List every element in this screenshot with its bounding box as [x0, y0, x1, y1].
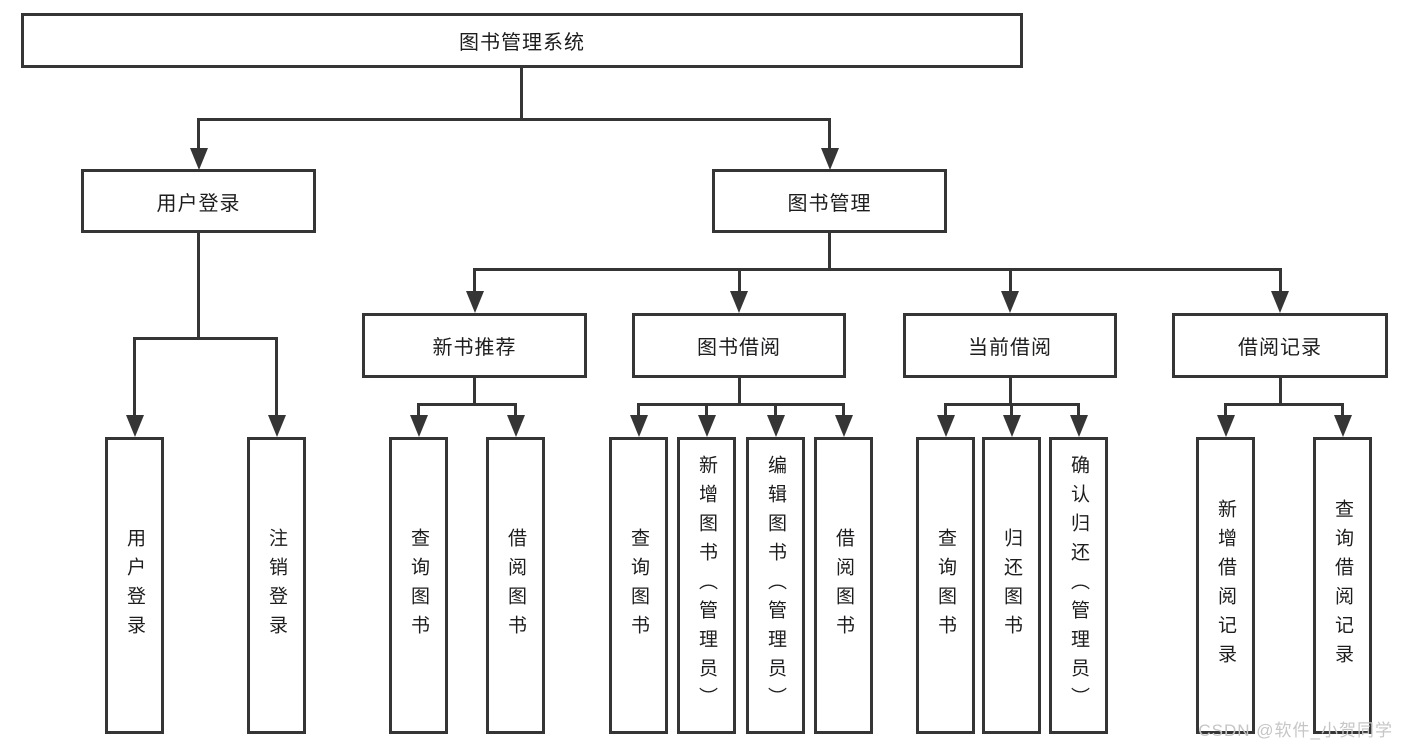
node-book-borrow: 图书借阅 [632, 313, 846, 378]
arrow-down-icon [410, 415, 428, 437]
node-user-login: 用户登录 [81, 169, 316, 233]
leaf-label: 注销登录 [266, 527, 287, 644]
leaf-label: 查询图书 [408, 527, 429, 644]
leaf-query-book-borrow: 查询图书 [609, 437, 668, 734]
connector [197, 118, 831, 121]
node-current-borrow-label: 当前借阅 [968, 337, 1052, 359]
csdn-watermark: CSDN @软件_小贺同学 [1198, 721, 1393, 740]
connector [738, 268, 741, 293]
connector [944, 403, 947, 417]
node-book-management-label: 图书管理 [787, 192, 872, 215]
arrow-down-icon [835, 415, 853, 437]
node-current-borrow: 当前借阅 [903, 313, 1117, 378]
arrow-down-icon [937, 415, 955, 437]
leaf-query-book-current: 查询图书 [916, 437, 975, 734]
connector [197, 118, 200, 152]
arrow-down-icon [1271, 291, 1289, 313]
connector [417, 403, 517, 406]
arrow-down-icon [730, 291, 748, 313]
leaf-query-book-recommend: 查询图书 [389, 437, 448, 734]
connector [473, 376, 476, 405]
connector [1077, 403, 1080, 417]
leaf-add-borrow-record: 新增借阅记录 [1196, 437, 1255, 734]
connector [828, 118, 831, 152]
connector [520, 68, 523, 121]
connector [1279, 376, 1282, 405]
arrow-down-icon [630, 415, 648, 437]
node-user-login-label: 用户登录 [156, 192, 241, 215]
leaf-query-borrow-record: 查询借阅记录 [1313, 437, 1372, 734]
leaf-label: 查询图书 [935, 527, 956, 644]
node-new-book-recommend-label: 新书推荐 [432, 337, 517, 359]
connector [705, 403, 708, 417]
leaf-label: 编辑图书（管理员） [765, 455, 786, 716]
leaf-label: 借阅图书 [505, 527, 526, 644]
connector [514, 403, 517, 417]
arrow-down-icon [190, 148, 208, 170]
arrow-down-icon [1334, 415, 1352, 437]
connector [197, 231, 200, 337]
leaf-user-login: 用户登录 [105, 437, 164, 734]
connector [1010, 403, 1013, 417]
leaf-logout: 注销登录 [247, 437, 306, 734]
connector [275, 337, 278, 417]
connector [133, 337, 136, 417]
connector [1279, 268, 1282, 293]
connector [1009, 376, 1012, 405]
connector [738, 376, 741, 405]
node-root-label: 图书管理系统 [459, 32, 585, 54]
leaf-borrow-book: 借阅图书 [814, 437, 873, 734]
leaf-edit-book-admin: 编辑图书（管理员） [746, 437, 805, 734]
connector [842, 403, 845, 417]
leaf-borrow-book-recommend: 借阅图书 [486, 437, 545, 734]
connector [637, 403, 845, 406]
connector [473, 268, 476, 293]
arrow-down-icon [698, 415, 716, 437]
leaf-label: 查询借阅记录 [1332, 498, 1353, 673]
arrow-down-icon [1070, 415, 1088, 437]
arrow-down-icon [767, 415, 785, 437]
connector [1224, 403, 1344, 406]
leaf-return-book: 归还图书 [982, 437, 1041, 734]
leaf-label: 借阅图书 [833, 527, 854, 644]
arrow-down-icon [466, 291, 484, 313]
connector [417, 403, 420, 417]
node-book-borrow-label: 图书借阅 [697, 337, 781, 359]
leaf-label: 新增图书（管理员） [696, 455, 717, 716]
arrow-down-icon [1001, 291, 1019, 313]
connector [828, 231, 831, 270]
node-new-book-recommend: 新书推荐 [362, 313, 587, 378]
connector [1009, 268, 1012, 293]
connector [133, 337, 278, 340]
leaf-label: 归还图书 [1001, 527, 1022, 644]
arrow-down-icon [507, 415, 525, 437]
leaf-label: 查询图书 [628, 527, 649, 644]
leaf-confirm-return-admin: 确认归还（管理员） [1049, 437, 1108, 734]
arrow-down-icon [1003, 415, 1021, 437]
leaf-label: 确认归还（管理员） [1068, 455, 1089, 716]
connector [774, 403, 777, 417]
connector [637, 403, 640, 417]
arrow-down-icon [1217, 415, 1235, 437]
leaf-label: 新增借阅记录 [1215, 498, 1236, 673]
connector [473, 268, 1281, 271]
leaf-label: 用户登录 [124, 527, 145, 644]
arrow-down-icon [821, 148, 839, 170]
connector [1224, 403, 1227, 417]
node-borrow-record: 借阅记录 [1172, 313, 1388, 378]
arrow-down-icon [126, 415, 144, 437]
leaf-add-book-admin: 新增图书（管理员） [677, 437, 736, 734]
node-root: 图书管理系统 [21, 13, 1023, 68]
arrow-down-icon [268, 415, 286, 437]
node-book-management: 图书管理 [712, 169, 947, 233]
node-borrow-record-label: 借阅记录 [1238, 337, 1322, 359]
connector [1341, 403, 1344, 417]
